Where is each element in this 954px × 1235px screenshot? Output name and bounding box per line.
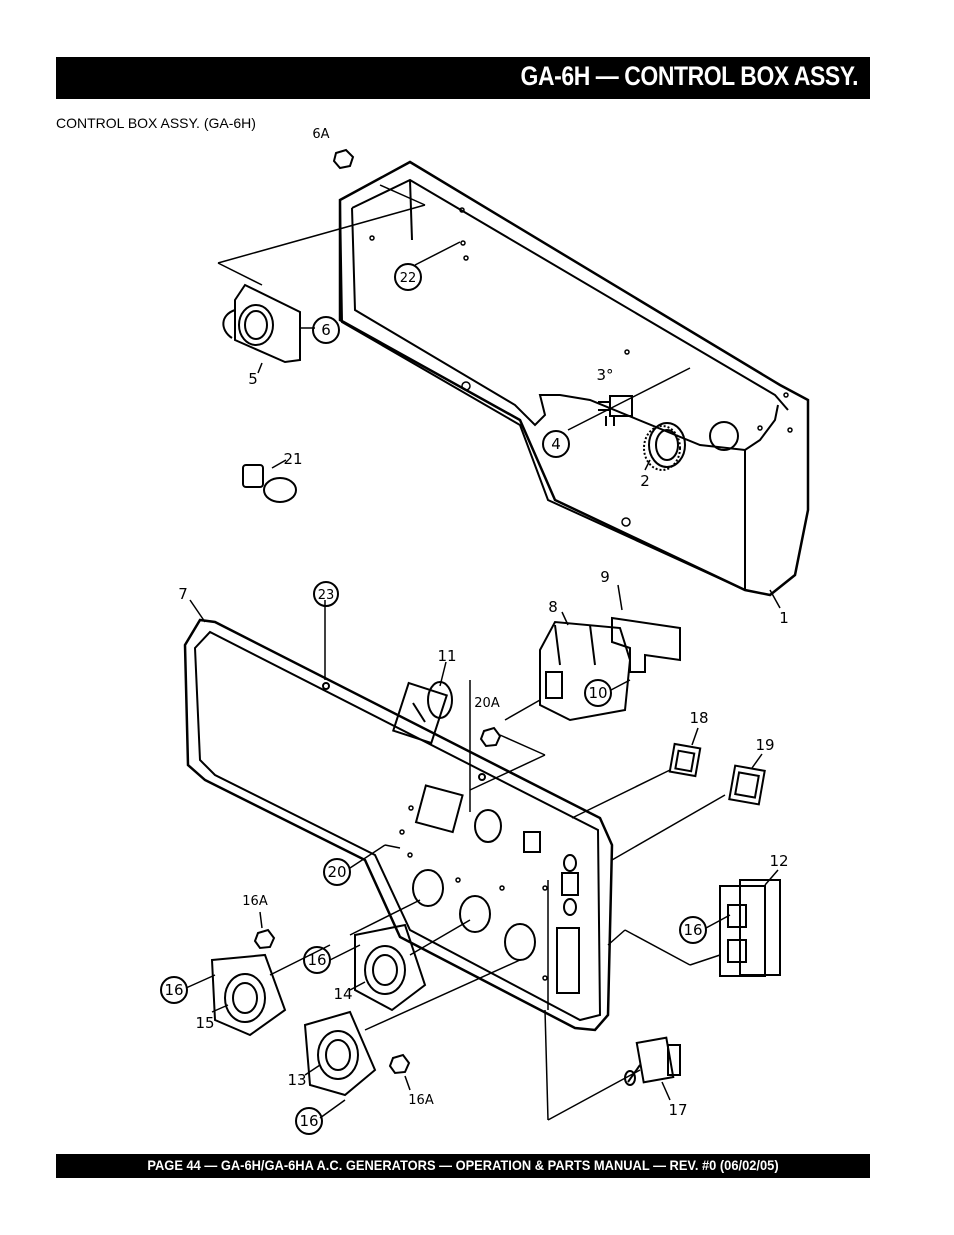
toggle-switch-part-17 — [624, 1036, 681, 1086]
label-17: 17 — [668, 1101, 687, 1119]
diagram-subtitle: CONTROL BOX ASSY. (GA-6H) — [56, 115, 256, 131]
nut-part-16a-upper — [253, 928, 276, 950]
receptacle-part-13 — [303, 1010, 377, 1097]
connector-part-3 — [598, 395, 633, 426]
front-panel — [183, 618, 614, 1032]
label-6: 6 — [321, 321, 331, 339]
label-4: 4 — [551, 435, 561, 453]
label-9: 9 — [600, 568, 610, 586]
callout-circle-4 — [542, 430, 570, 458]
callout-circle-22 — [394, 263, 422, 291]
label-1: 1 — [779, 609, 789, 627]
nut-part-20a — [479, 726, 502, 748]
label-6a: 6A — [312, 127, 329, 142]
label-3: 3° — [596, 366, 613, 384]
footer-text: PAGE 44 — GA-6H/GA-6HA A.C. GENERATORS —… — [147, 1157, 779, 1173]
label-16-c: 16 — [683, 921, 702, 939]
grommet-part-2 — [643, 422, 686, 471]
label-16-a: 16 — [164, 981, 183, 999]
leader-lines-lower — [185, 584, 779, 1121]
label-2: 2 — [640, 472, 650, 490]
circuit-breaker-part-8 — [539, 620, 632, 722]
label-11: 11 — [437, 647, 456, 665]
rocker-switch-part-19 — [728, 764, 766, 806]
label-15: 15 — [195, 1014, 214, 1032]
callout-circle-20 — [323, 858, 351, 886]
label-7: 7 — [178, 585, 188, 603]
callout-circle-16-a — [160, 976, 188, 1004]
control-box-housing — [338, 160, 810, 597]
label-13: 13 — [287, 1071, 306, 1089]
callout-circles — [160, 263, 707, 1135]
rocker-switch-part-18 — [668, 742, 702, 778]
label-20a: 20A — [474, 696, 500, 711]
receptacle-part-12 — [719, 879, 781, 977]
callout-labels: 6A 22 6 5 3° 4 2 21 1 7 23 8 9 10 11 20A… — [164, 127, 788, 1130]
receptacle-part-15 — [210, 953, 287, 1037]
label-18: 18 — [689, 709, 708, 727]
label-21: 21 — [283, 450, 302, 468]
nut-part-16a-lower — [388, 1053, 411, 1075]
label-23: 23 — [318, 588, 335, 603]
header-bar: GA-6H — CONTROL BOX ASSY. — [56, 57, 870, 99]
callout-circle-16-b — [303, 946, 331, 974]
callout-circle-23 — [313, 581, 339, 607]
label-16-d: 16 — [299, 1112, 318, 1130]
label-10: 10 — [588, 684, 607, 702]
receptacle-part-14 — [354, 923, 427, 1012]
lamp-socket-part-5 — [222, 283, 301, 364]
label-14: 14 — [333, 985, 352, 1003]
label-8: 8 — [548, 598, 558, 616]
leader-lines-top — [217, 184, 781, 609]
bracket-part-9 — [611, 616, 681, 673]
label-22: 22 — [400, 271, 417, 286]
nut-part-6a — [332, 148, 355, 170]
callout-circle-6 — [312, 316, 340, 344]
label-19: 19 — [755, 736, 774, 754]
callout-circle-16-d — [295, 1107, 323, 1135]
lamp-bulb-part-21 — [242, 464, 297, 503]
label-16a-lower: 16A — [408, 1093, 434, 1108]
meter-part-11 — [391, 681, 453, 745]
label-16-b: 16 — [307, 951, 326, 969]
label-20: 20 — [327, 863, 346, 881]
label-12: 12 — [769, 852, 788, 870]
callout-circle-10 — [584, 679, 612, 707]
label-5: 5 — [248, 370, 258, 388]
callout-circle-16-c — [679, 916, 707, 944]
page-title: GA-6H — CONTROL BOX ASSY. — [520, 61, 858, 91]
label-16a-upper: 16A — [242, 894, 268, 909]
footer-bar: PAGE 44 — GA-6H/GA-6HA A.C. GENERATORS —… — [56, 1154, 870, 1178]
